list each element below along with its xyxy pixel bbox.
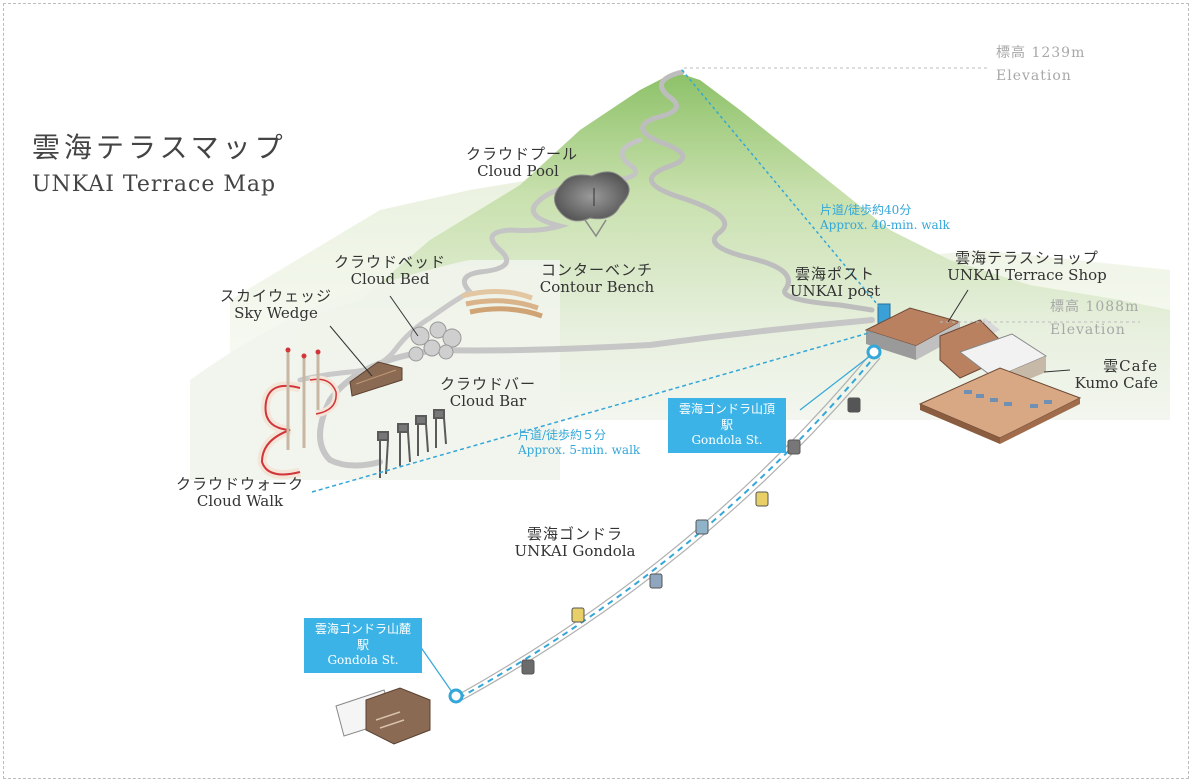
elevation-top-value: 標高 1239m (996, 45, 1086, 61)
unkai-post-en: UNKAI post (789, 282, 881, 301)
map-title: 雲海テラスマップ UNKAI Terrace Map (32, 126, 287, 197)
cloud-walk-shape (257, 347, 340, 479)
cloud-bed-en: Cloud Bed (350, 270, 430, 289)
bed-path (297, 289, 473, 383)
terrace-shop-jp: 雲海テラスショップ (955, 249, 1099, 267)
summit-station-label: 雲海ゴンドラ山頂駅 Gondola St. (668, 398, 786, 453)
walk-summit-label: 片道/徒歩約40分 Approx. 40-min. walk (820, 203, 950, 233)
unkai-post-jp: 雲海ポスト (794, 265, 875, 283)
base-station-building (335, 687, 431, 745)
walk-cloudwalk-jp: 片道/徒歩約５分 (518, 428, 607, 442)
cloud-bed-jp: クラウドベッド (333, 253, 446, 271)
map-title-en: UNKAI Terrace Map (32, 172, 277, 197)
label-kumo-cafe: 雲Cafe Kumo Cafe (1060, 357, 1158, 393)
cloud-bar-en: Cloud Bar (449, 392, 527, 411)
kumo-cafe-jp: 雲Cafe (1103, 357, 1158, 375)
cloud-pool-en: Cloud Pool (477, 162, 559, 181)
sky-wedge-jp: スカイウェッジ (219, 287, 332, 305)
walk-summit-en: Approx. 40-min. walk (820, 218, 950, 232)
label-cloud-bed: クラウドベッド Cloud Bed (330, 253, 450, 289)
cloud-bed-shape (408, 321, 462, 362)
walk-summit-jp: 片道/徒歩約40分 (820, 203, 912, 217)
label-cloud-pool: クラウドプール Cloud Pool (466, 145, 579, 181)
unkai-gondola-en: UNKAI Gondola (514, 542, 636, 561)
kumo-cafe-en: Kumo Cafe (1074, 374, 1158, 393)
sky-wedge-shape (349, 361, 403, 397)
cloud-pool-shape (554, 171, 630, 222)
cafe-leader (1043, 369, 1071, 373)
elevation-mid-value: 標高 1088m (1050, 299, 1140, 315)
label-contour-bench: コンターベンチ Contour Bench (530, 261, 664, 297)
walk-cloudwalk-label: 片道/徒歩約５分 Approx. 5-min. walk (518, 428, 640, 458)
sky-wedge-en: Sky Wedge (234, 304, 318, 323)
elevation-top-label: 標高 1239m Elevation (996, 42, 1085, 88)
gondola-cabins (521, 397, 861, 675)
cloud-walk-jp: クラウドウォーク (175, 475, 304, 493)
summit-station-en: Gondola St. (691, 433, 763, 448)
label-terrace-shop: 雲海テラスショップ UNKAI Terrace Shop (938, 249, 1116, 285)
summit-buildings (864, 307, 1082, 444)
unkai-gondola-jp: 雲海ゴンドラ (526, 525, 623, 543)
elevation-top-caption: Elevation (996, 68, 1072, 85)
base-station-jp: 雲海ゴンドラ山麓駅 (314, 622, 411, 652)
summit-trail (640, 69, 875, 313)
pool-trail (461, 137, 643, 295)
cloud-walk-en: Cloud Walk (196, 492, 284, 511)
elevation-mid-caption: Elevation (1050, 322, 1126, 339)
gondola-cable-upper (455, 351, 873, 697)
base-station-en: Gondola St. (327, 653, 399, 668)
walk-line-cloudwalk (311, 331, 873, 493)
contour-bench-shape (461, 288, 533, 301)
bed-leader (389, 295, 419, 337)
base-station-label: 雲海ゴンドラ山麓駅 Gondola St. (304, 618, 422, 673)
walk-cloudwalk-en: Approx. 5-min. walk (518, 443, 641, 457)
wedge-leader (329, 325, 373, 377)
summit-station-marker (866, 344, 882, 360)
contour-bench-en: Contour Bench (539, 278, 655, 297)
summit-station-jp: 雲海ゴンドラ山頂駅 (678, 402, 775, 432)
label-cloud-walk: クラウドウォーク Cloud Walk (160, 475, 320, 511)
base-station-marker (448, 688, 464, 704)
label-cloud-bar: クラウドバー Cloud Bar (432, 375, 544, 411)
shop-leader (947, 289, 969, 323)
cloud-pool-jp: クラウドプール (466, 145, 579, 163)
terrace-shop-en: UNKAI Terrace Shop (947, 266, 1107, 285)
label-unkai-gondola: 雲海ゴンドラ UNKAI Gondola (510, 525, 640, 561)
label-unkai-post: 雲海ポスト UNKAI post (780, 265, 890, 301)
elevation-mid-label: 標高 1088m Elevation (1050, 296, 1139, 342)
map-title-jp: 雲海テラスマップ (32, 131, 287, 164)
contour-bench-jp: コンターベンチ (540, 261, 653, 279)
summit-station-leader (799, 355, 871, 411)
base-station-leader (419, 645, 453, 693)
cloud-bar-shape (377, 409, 447, 478)
cloud-bar-jp: クラウドバー (439, 375, 536, 393)
label-sky-wedge: スカイウェッジ Sky Wedge (210, 287, 342, 323)
walk-line-summit (681, 69, 883, 311)
